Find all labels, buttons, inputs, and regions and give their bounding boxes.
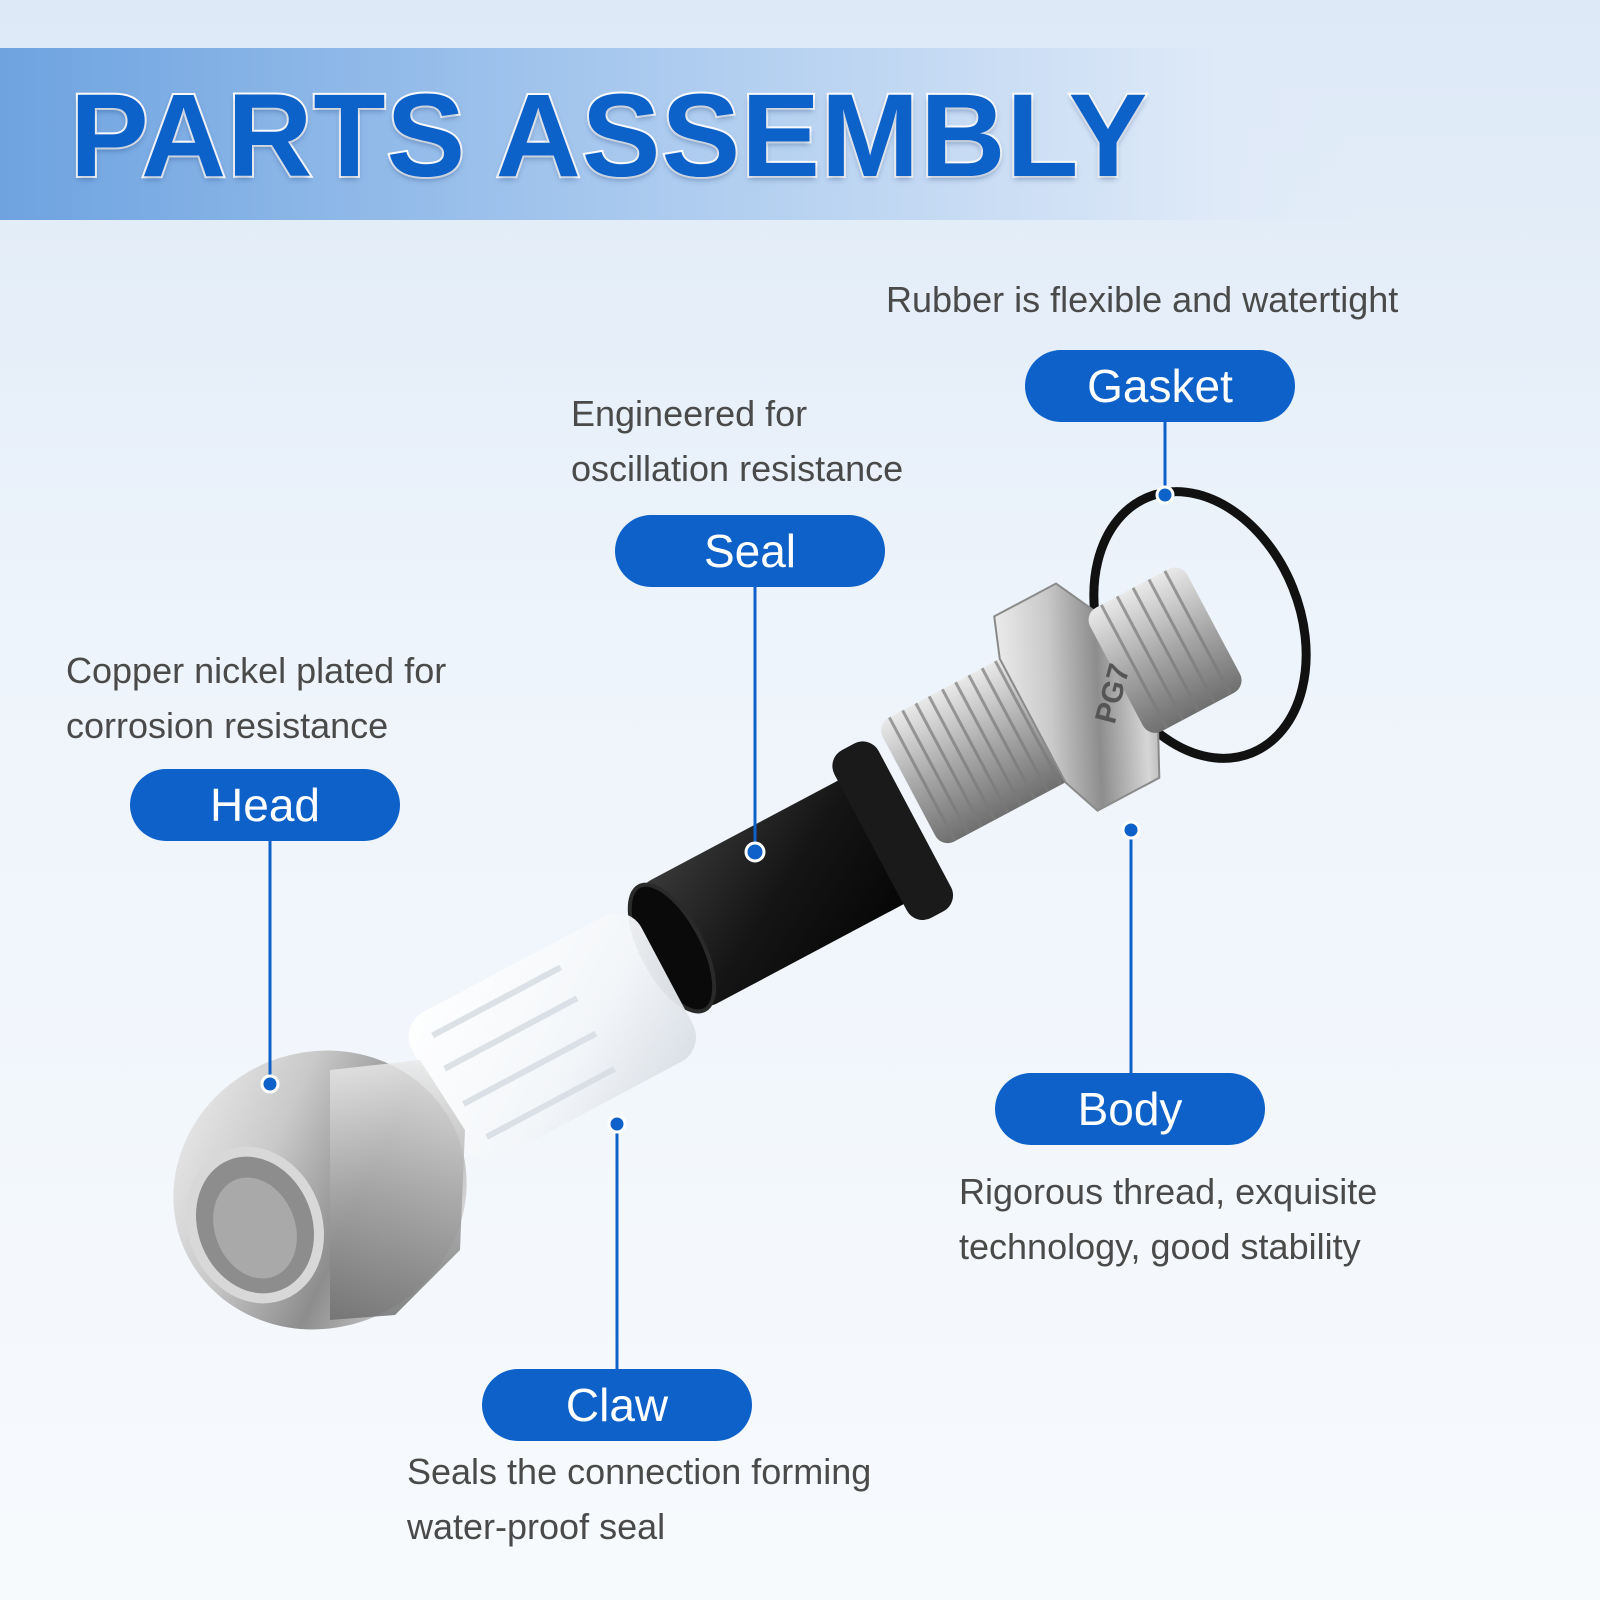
claw-label: Claw — [482, 1369, 752, 1441]
head-part — [173, 1050, 467, 1330]
seal-label: Seal — [615, 515, 885, 587]
seal-part — [627, 741, 954, 1014]
gasket-label: Gasket — [1025, 350, 1295, 422]
body-part — [881, 567, 1242, 844]
head-description: Copper nickel plated for corrosion resis… — [66, 650, 447, 746]
title-banner — [0, 48, 1360, 220]
body-dot — [1121, 820, 1141, 840]
gasket-description: Rubber is flexible and watertight — [886, 279, 1399, 320]
body-label: Body — [995, 1073, 1265, 1145]
seal-dot — [744, 841, 766, 863]
seal-description: Engineered for oscillation resistance — [571, 393, 904, 489]
claw-description: Seals the connection forming water-proof… — [407, 1451, 872, 1547]
gasket-dot — [1155, 485, 1175, 505]
body-description: Rigorous thread, exquisite technology, g… — [959, 1171, 1378, 1267]
claw-dot — [607, 1114, 627, 1134]
page-title: PARTS ASSEMBLY — [68, 68, 1149, 204]
claw-part — [408, 912, 696, 1161]
head-dot — [260, 1074, 280, 1094]
head-label: Head — [130, 769, 400, 841]
